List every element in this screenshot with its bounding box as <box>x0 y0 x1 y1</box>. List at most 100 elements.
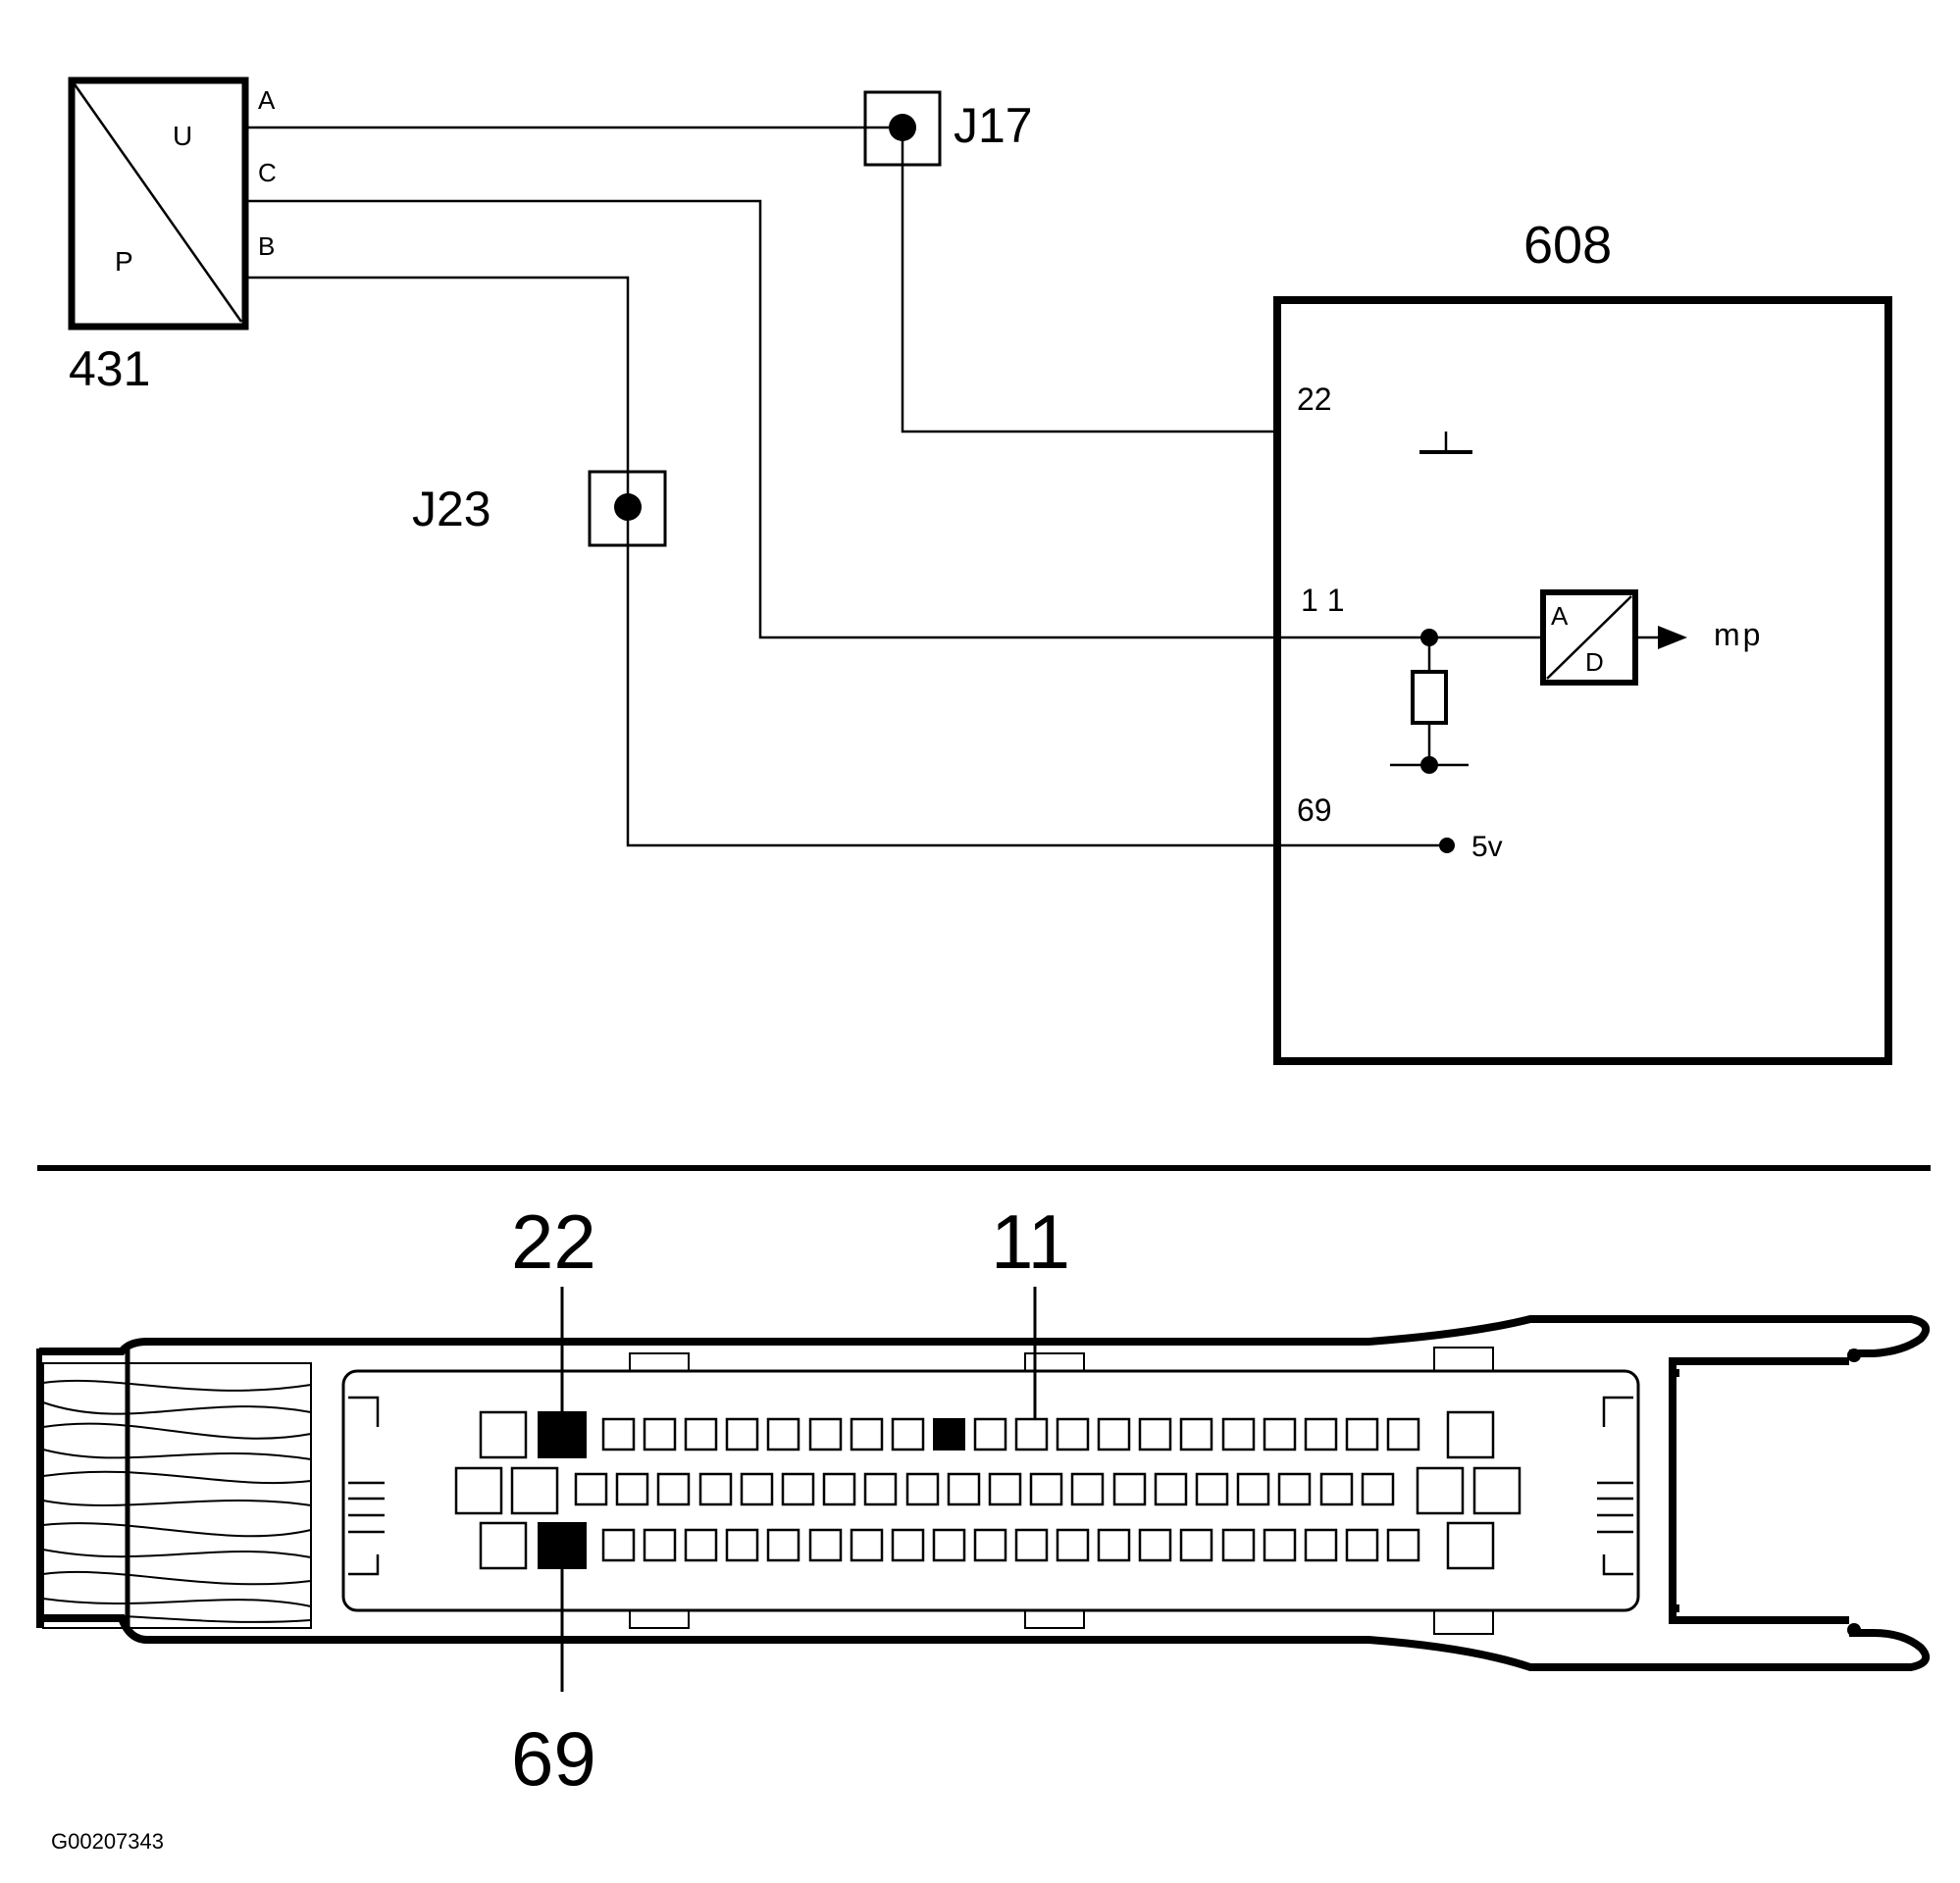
sensor-box <box>68 76 249 331</box>
bundle-outline <box>42 1362 312 1629</box>
pin-cavity <box>891 1528 925 1562</box>
pin-cavity <box>1236 1472 1270 1506</box>
pin-cavity <box>1221 1417 1256 1451</box>
connector-view <box>36 1287 1931 1692</box>
pin-cavity <box>1014 1528 1049 1562</box>
ecu-608 <box>1273 296 1892 1065</box>
pin-cavity <box>1221 1528 1256 1562</box>
junction-j23 <box>588 470 667 547</box>
sensor-pin-b: B <box>258 231 275 261</box>
frame-tab <box>629 1352 690 1372</box>
wire-j17-to-pin-22 <box>901 135 1281 433</box>
wire-pin-c-to-pin-11 <box>245 199 1429 639</box>
adc-label-d: D <box>1585 647 1604 677</box>
pin-cavity <box>822 1472 856 1506</box>
highlighted-pin <box>538 1411 587 1458</box>
pin-cavity <box>725 1417 759 1451</box>
pin-cavity <box>1263 1417 1297 1451</box>
frame-tab <box>1433 1347 1494 1372</box>
ecu-supply-label: 5v <box>1471 831 1503 863</box>
key-slot-right <box>1597 1396 1633 1576</box>
pin-cavity <box>850 1417 884 1451</box>
frame-tab <box>1024 1609 1085 1629</box>
pin-cavity <box>1319 1472 1354 1506</box>
adc-box <box>1540 589 1638 686</box>
pin-cavity <box>1112 1472 1147 1506</box>
bundle-wire <box>42 1379 312 1392</box>
sensor-pin-a: A <box>258 85 276 115</box>
pin-cavity <box>808 1417 843 1451</box>
junction-j23-label: J23 <box>412 482 491 536</box>
adc-label-a: A <box>1551 601 1569 631</box>
pin-cavity <box>510 1466 559 1515</box>
pin-cavity <box>615 1472 649 1506</box>
pin-cavity <box>1277 1472 1312 1506</box>
bundle-wire <box>42 1570 312 1586</box>
wire-bundle <box>42 1362 312 1629</box>
bundle-wire <box>42 1401 312 1415</box>
pin-cavity <box>1179 1417 1213 1451</box>
pin-cavity <box>454 1466 503 1515</box>
pin-cavity <box>1138 1417 1172 1451</box>
schematic <box>68 76 1892 1065</box>
highlighted-pin <box>933 1418 965 1450</box>
schematic-labels: 431 U P A C B J17 J23 608 22 1 1 69 5v A… <box>69 85 1763 863</box>
ecu-box <box>1273 296 1892 1065</box>
bundle-wire <box>42 1549 312 1558</box>
pin-cavity <box>781 1472 815 1506</box>
bundle-wire <box>42 1422 312 1440</box>
bundle-wire <box>42 1449 312 1460</box>
pin-cavity <box>601 1417 636 1451</box>
adc-output-label: mp <box>1714 617 1763 652</box>
pin-cavity <box>766 1417 800 1451</box>
ecu-number: 608 <box>1523 216 1612 275</box>
pin-grid <box>454 1410 1522 1570</box>
ecu-pin-69: 69 <box>1297 792 1332 828</box>
junction-box <box>588 470 667 547</box>
frame-tab <box>1024 1352 1085 1372</box>
pin-cavity <box>947 1472 981 1506</box>
bundle-wire <box>42 1522 312 1538</box>
latch-knob <box>1847 1623 1861 1637</box>
sensor-pin-c: C <box>258 158 277 187</box>
sensor-diagonal <box>73 83 243 323</box>
bundle-wire <box>42 1598 312 1607</box>
pin-cavity <box>1345 1528 1379 1562</box>
pin-cavity <box>1386 1528 1420 1562</box>
pin-cavity <box>1361 1472 1395 1506</box>
pin-cavity <box>684 1528 718 1562</box>
pin-cavity <box>479 1521 528 1570</box>
resistor <box>1411 670 1448 725</box>
pin-cavity <box>1056 1417 1090 1451</box>
bundle-wire <box>42 1500 312 1506</box>
callout-11: 11 <box>991 1198 1070 1285</box>
pin-cavity <box>479 1410 528 1459</box>
pin-cavity <box>643 1528 677 1562</box>
sensor-number: 431 <box>69 341 150 396</box>
pin-cavity <box>740 1472 774 1506</box>
pin-cavity <box>1056 1528 1090 1562</box>
pin-cavity <box>1263 1528 1297 1562</box>
callout-69: 69 <box>511 1715 596 1802</box>
pin-cavity <box>698 1472 733 1506</box>
connector-latch <box>1669 1357 1849 1624</box>
pin-cavity <box>1446 1521 1495 1570</box>
pin-cavity <box>1138 1528 1172 1562</box>
pin-cavity <box>1029 1472 1063 1506</box>
wire-pin-b-to-j23 <box>245 276 630 507</box>
pin-cavity <box>891 1417 925 1451</box>
pin-cavity <box>988 1472 1022 1506</box>
pin-cavity <box>1446 1410 1495 1459</box>
pin-cavity <box>1386 1417 1420 1451</box>
pin-cavity <box>684 1417 718 1451</box>
pin-cavity <box>1304 1528 1338 1562</box>
pin-cavity <box>1195 1472 1229 1506</box>
pin-cavity <box>1416 1466 1465 1515</box>
pin-cavity <box>1070 1472 1105 1506</box>
pin-cavity <box>1097 1417 1131 1451</box>
connector-housing <box>39 1315 1931 1357</box>
pin-cavity <box>766 1528 800 1562</box>
pin-cavity <box>725 1528 759 1562</box>
junction-dot <box>889 114 916 141</box>
